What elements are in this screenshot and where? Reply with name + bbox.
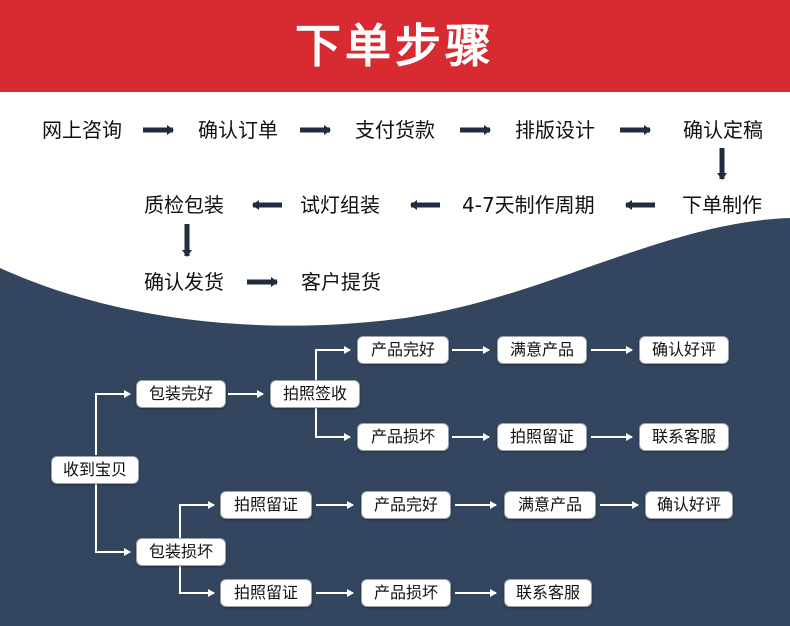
box-received: 收到宝贝 bbox=[51, 456, 139, 484]
box-dl-product-damaged: 产品损坏 bbox=[361, 579, 451, 607]
box-ig-product-good: 产品完好 bbox=[357, 336, 449, 364]
box-du-satisfied: 满意产品 bbox=[504, 491, 596, 519]
box-du-good-review: 确认好评 bbox=[645, 491, 733, 519]
step-confirm-order: 确认订单 bbox=[198, 118, 278, 142]
box-photo-sign: 拍照签收 bbox=[270, 380, 360, 408]
box-dl-contact-service: 联系客服 bbox=[504, 579, 592, 607]
step-online-consult: 网上咨询 bbox=[42, 118, 122, 142]
box-ig-satisfied: 满意产品 bbox=[497, 336, 587, 364]
box-du-product-good: 产品完好 bbox=[361, 491, 451, 519]
page-title: 下单步骤 bbox=[295, 19, 495, 73]
box-ig-good-review: 确认好评 bbox=[639, 336, 729, 364]
step-light-test: 试灯组装 bbox=[300, 193, 380, 217]
step-confirm-final: 确认定稿 bbox=[683, 118, 763, 142]
step-confirm-ship: 确认发货 bbox=[144, 270, 224, 294]
header-banner bbox=[0, 0, 790, 92]
step-customer-pickup: 客户提货 bbox=[301, 270, 381, 294]
box-package-damaged: 包装损坏 bbox=[136, 538, 226, 566]
box-id-product-damaged: 产品损坏 bbox=[357, 423, 449, 451]
step-qc-pack: 质检包装 bbox=[144, 193, 224, 217]
step-pay: 支付货款 bbox=[355, 118, 435, 142]
box-id-contact-service: 联系客服 bbox=[639, 423, 729, 451]
box-du-photo-evidence: 拍照留证 bbox=[220, 491, 312, 519]
box-id-photo-evidence: 拍照留证 bbox=[497, 423, 587, 451]
step-place-production: 下单制作 bbox=[682, 193, 762, 217]
step-layout-design: 排版设计 bbox=[515, 118, 595, 142]
box-dl-photo-evidence: 拍照留证 bbox=[220, 579, 312, 607]
step-production-cycle: 4-7天制作周期 bbox=[462, 193, 595, 217]
box-package-intact: 包装完好 bbox=[136, 380, 226, 408]
